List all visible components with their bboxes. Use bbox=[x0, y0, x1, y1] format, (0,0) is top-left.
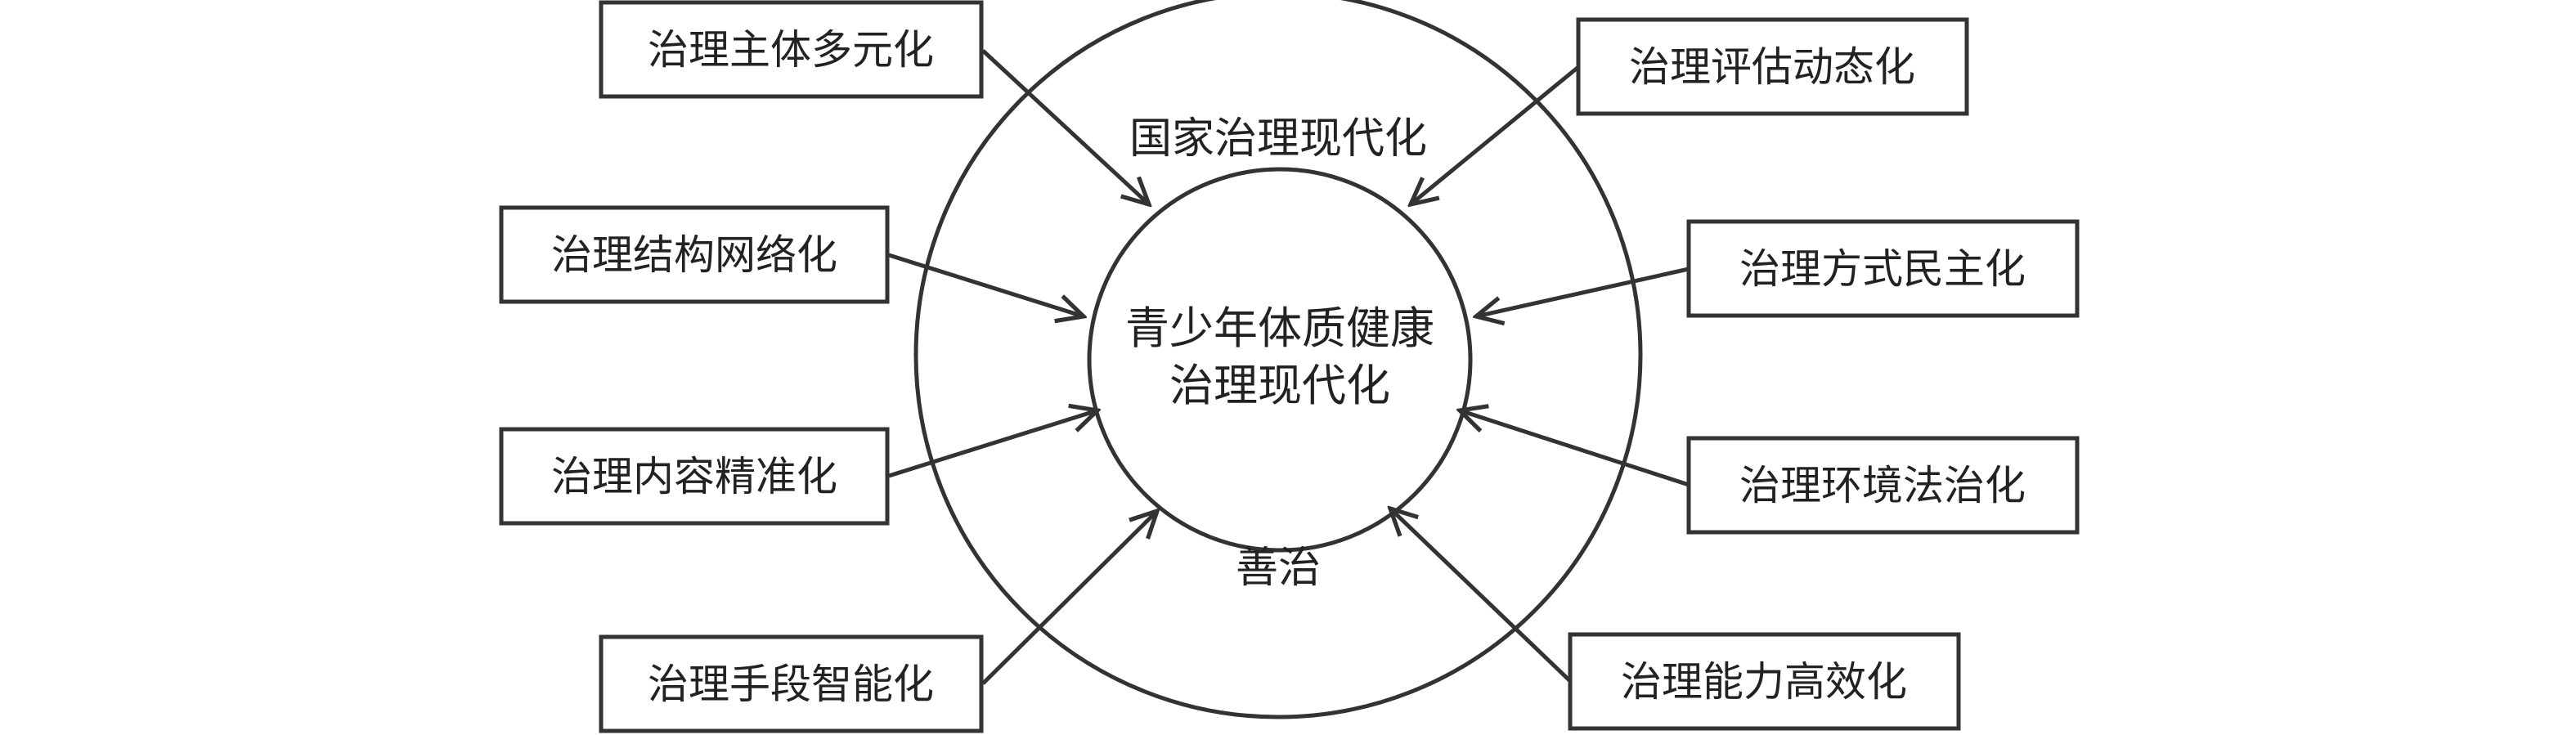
left-box-2: 治理结构网络化 bbox=[499, 205, 890, 304]
right-box-2-label: 治理方式民主化 bbox=[1739, 245, 2026, 293]
center-label-line1: 青少年体质健康 bbox=[1125, 303, 1434, 354]
inner-circle bbox=[1087, 167, 1473, 553]
outer-ring-label-bottom: 善治 bbox=[1236, 544, 1321, 593]
arrow-left-1 bbox=[981, 49, 1149, 204]
arrow-right-3 bbox=[1460, 410, 1690, 487]
arrow-left-4 bbox=[981, 511, 1157, 685]
right-box-4-label: 治理能力高效化 bbox=[1621, 658, 1907, 706]
right-box-3: 治理环境法治化 bbox=[1686, 436, 2080, 535]
left-box-4-label: 治理手段智能化 bbox=[648, 661, 934, 708]
left-box-4: 治理手段智能化 bbox=[599, 634, 984, 733]
left-box-2-label: 治理结构网络化 bbox=[551, 231, 837, 279]
arrow-right-2 bbox=[1476, 267, 1690, 316]
left-box-3-label: 治理内容精准化 bbox=[551, 453, 837, 500]
arrow-left-2 bbox=[888, 253, 1084, 316]
left-box-1-label: 治理主体多元化 bbox=[648, 26, 934, 74]
right-box-1-label: 治理评估动态化 bbox=[1629, 43, 1915, 91]
arrow-right-4 bbox=[1390, 509, 1572, 683]
right-box-1: 治理评估动态化 bbox=[1576, 17, 1969, 116]
left-box-3: 治理内容精准化 bbox=[499, 427, 890, 526]
arrow-left-3 bbox=[888, 410, 1097, 478]
left-box-1: 治理主体多元化 bbox=[599, 0, 984, 99]
outer-ring bbox=[913, 0, 1643, 719]
right-box-2: 治理方式民主化 bbox=[1686, 219, 2080, 318]
center-label-line2: 治理现代化 bbox=[1169, 360, 1390, 411]
right-box-4: 治理能力高效化 bbox=[1568, 632, 1961, 731]
arrow-right-1 bbox=[1411, 65, 1580, 204]
right-box-3-label: 治理环境法治化 bbox=[1739, 462, 2026, 509]
outer-ring-label-top: 国家治理现代化 bbox=[1129, 114, 1427, 164]
